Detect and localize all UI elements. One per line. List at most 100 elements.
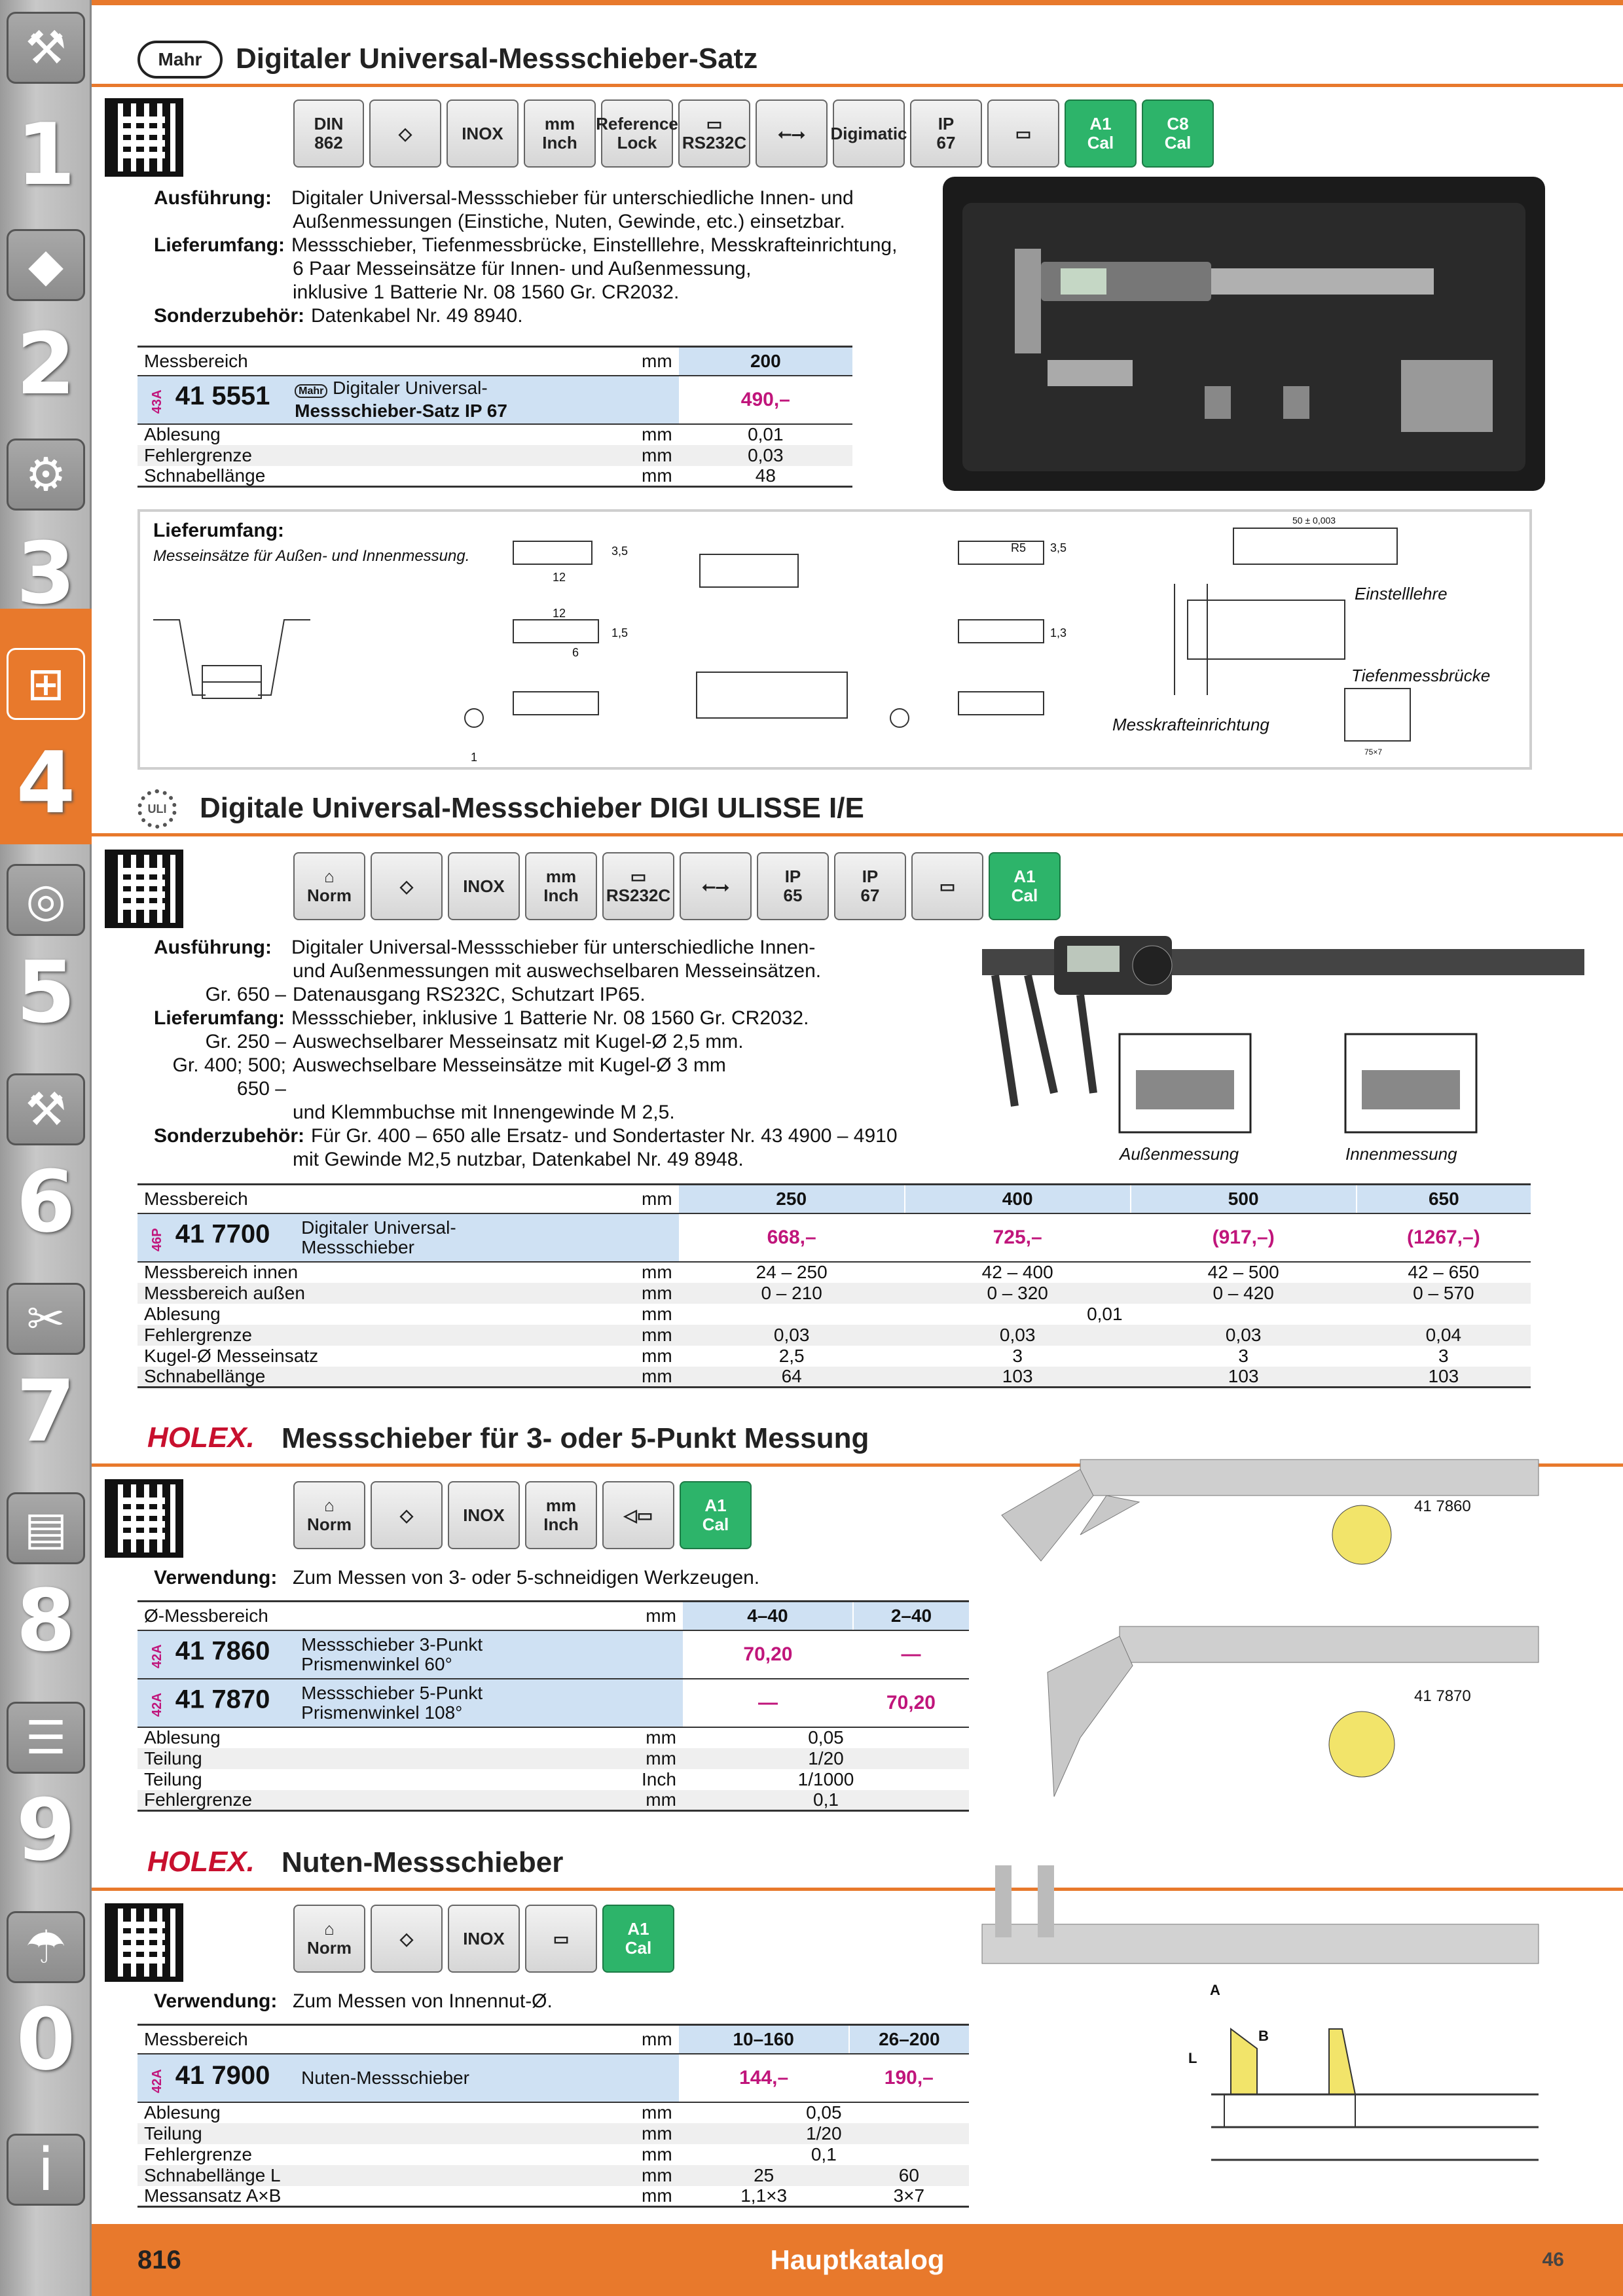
row-unit: mm xyxy=(635,465,679,488)
feature-icon: ⭠⭢ xyxy=(680,852,752,920)
chapter-number-4[interactable]: 4 xyxy=(16,733,76,833)
feature-icon: ◇ xyxy=(371,852,443,920)
dim-r5: R5 xyxy=(1011,541,1027,554)
feature-icon: INOX xyxy=(448,1481,520,1549)
feature-icon-label: mm xyxy=(545,1496,577,1516)
article-number[interactable]: 41 7860 xyxy=(175,1636,270,1665)
info-icon[interactable]: i xyxy=(7,2134,85,2206)
digi-ulisse-drawing xyxy=(982,936,1584,1134)
article-row[interactable]: 43A 41 5551 Mahr Digitaler Universal- Me… xyxy=(137,375,852,425)
row-value: 42 – 400 xyxy=(981,1262,1053,1282)
aussenmessung-label: Außenmessung xyxy=(1120,1144,1239,1164)
feature-icon-label: IP xyxy=(784,867,801,887)
dim-l: L xyxy=(1188,2050,1197,2066)
label: Ausführung: xyxy=(154,937,272,958)
row-value: 3×7 xyxy=(848,2185,969,2208)
chapter-number-0[interactable]: 0 xyxy=(16,1990,76,2089)
row-label: Teilung xyxy=(144,1768,202,1789)
dim-b: B xyxy=(1258,2028,1269,2044)
row-unit: mm xyxy=(635,1748,683,1769)
einstelllehre-label: Einstelllehre xyxy=(1355,584,1448,603)
row-unit: mm xyxy=(635,1282,679,1304)
safety-icon[interactable]: ☂ xyxy=(7,1911,85,1983)
caliper-icon[interactable]: ⊞ xyxy=(7,648,85,720)
chapter-number-5[interactable]: 5 xyxy=(16,942,76,1042)
wrench-icon[interactable]: ⚒ xyxy=(7,1073,85,1145)
chuck-icon[interactable]: ⚙ xyxy=(7,439,85,511)
feature-icon-label: IP xyxy=(938,114,955,134)
cabinet-icon[interactable]: ☰ xyxy=(7,1702,85,1774)
chapter-number-9[interactable]: 9 xyxy=(16,1780,76,1880)
feature-icon: ◁▭ xyxy=(602,1481,674,1549)
header-value: 10–160 xyxy=(678,2024,849,2054)
image-tag-417870: 41 7870 xyxy=(1414,1687,1471,1705)
article-name-1: Messschieber 3-Punkt xyxy=(301,1634,483,1655)
article-number[interactable]: 41 7700 xyxy=(175,1219,270,1248)
feature-icon-sublabel: Cal xyxy=(702,1515,729,1534)
chapter-number-7[interactable]: 7 xyxy=(16,1361,76,1461)
chapter-number-3[interactable]: 3 xyxy=(16,524,76,623)
header-unit: mm xyxy=(635,346,679,376)
header-value: 500 xyxy=(1129,1183,1357,1214)
feature-icon-sublabel: 67 xyxy=(860,886,880,905)
article-row[interactable]: 42A 41 7860 Messschieber 3-Punkt Prismen… xyxy=(137,1630,969,1679)
article-row[interactable]: 42A 41 7870 Messschieber 5-Punkt Prismen… xyxy=(137,1678,969,1728)
toolcase-icon[interactable]: ▤ xyxy=(7,1492,85,1564)
article-name-2: Messschieber xyxy=(301,1236,414,1257)
pliers-icon[interactable]: ✂ xyxy=(7,1283,85,1355)
feature-icon-label: ◇ xyxy=(400,1928,413,1948)
article-price: (917,–) xyxy=(1130,1213,1357,1263)
chapter-number-6[interactable]: 6 xyxy=(16,1152,76,1251)
qr-code-icon[interactable] xyxy=(105,1479,183,1558)
table-header-row: Messbereich mm 10–160 26–200 xyxy=(137,2024,969,2054)
feature-icon-sublabel: 862 xyxy=(314,133,343,152)
feature-icon-label: INOX xyxy=(463,1928,505,1948)
row-value: 0 – 320 xyxy=(904,1282,1131,1304)
section1-rule xyxy=(92,84,1623,87)
messkrafteinrichtung-label: Messkrafteinrichtung xyxy=(1112,715,1269,734)
row-value: 0,01 xyxy=(748,424,784,444)
caliper-set-drawing xyxy=(962,203,1525,471)
qr-code-icon[interactable] xyxy=(105,98,183,177)
insert-icon[interactable]: ◆ xyxy=(7,229,85,301)
section3-title: Messschieber für 3- oder 5-Punkt Messung xyxy=(282,1422,869,1454)
qr-code-icon[interactable] xyxy=(105,1903,183,1982)
dim-75x7: 75×7 xyxy=(1364,747,1383,757)
row-unit: mm xyxy=(642,2144,672,2164)
qr-code-icon[interactable] xyxy=(105,850,183,928)
text: und Klemmbuchse mit Innengewinde M 2,5. xyxy=(293,1102,675,1123)
grinding-disc-icon[interactable]: ◎ xyxy=(7,864,85,936)
article-row[interactable]: 42A 41 7900 Nuten-Messschieber 144,– 190… xyxy=(137,2053,969,2103)
feature-icon-label: A1 xyxy=(704,1496,727,1516)
article-number[interactable]: 41 5551 xyxy=(175,381,270,410)
section2-spec-table: Messbereich mm 250 400 500 650 46P 41 77… xyxy=(137,1183,1531,1388)
article-number[interactable]: 41 7870 xyxy=(175,1684,270,1713)
technical-drawings xyxy=(153,528,1411,742)
text: Messschieber, inklusive 1 Batterie Nr. 0… xyxy=(291,1007,809,1029)
section4-title: Nuten-Messschieber xyxy=(282,1846,564,1878)
chapter-number-1[interactable]: 1 xyxy=(16,105,76,204)
chapter-number-2[interactable]: 2 xyxy=(16,314,76,414)
drill-icon[interactable]: ⚒ xyxy=(7,12,85,84)
feature-icon-label: INOX xyxy=(463,1505,505,1525)
label: Gr. 400; 500; 650 – xyxy=(172,1054,286,1100)
feature-icon-label: ▭ xyxy=(630,867,647,887)
row-label: Ablesung xyxy=(144,2102,221,2123)
feature-icon: ⌂Norm xyxy=(293,1905,365,1973)
article-number[interactable]: 41 7900 xyxy=(175,2061,270,2090)
section1-spec-table: Messbereich mm 200 43A 41 5551 Mahr Digi… xyxy=(137,346,852,488)
chapter-number-8[interactable]: 8 xyxy=(16,1571,76,1670)
article-row[interactable]: 46P 41 7700 Digitaler Universal- Messsch… xyxy=(137,1213,1531,1263)
header-value: 250 xyxy=(678,1183,905,1214)
text: Für Gr. 400 – 650 alle Ersatz- und Sonde… xyxy=(311,1125,898,1147)
